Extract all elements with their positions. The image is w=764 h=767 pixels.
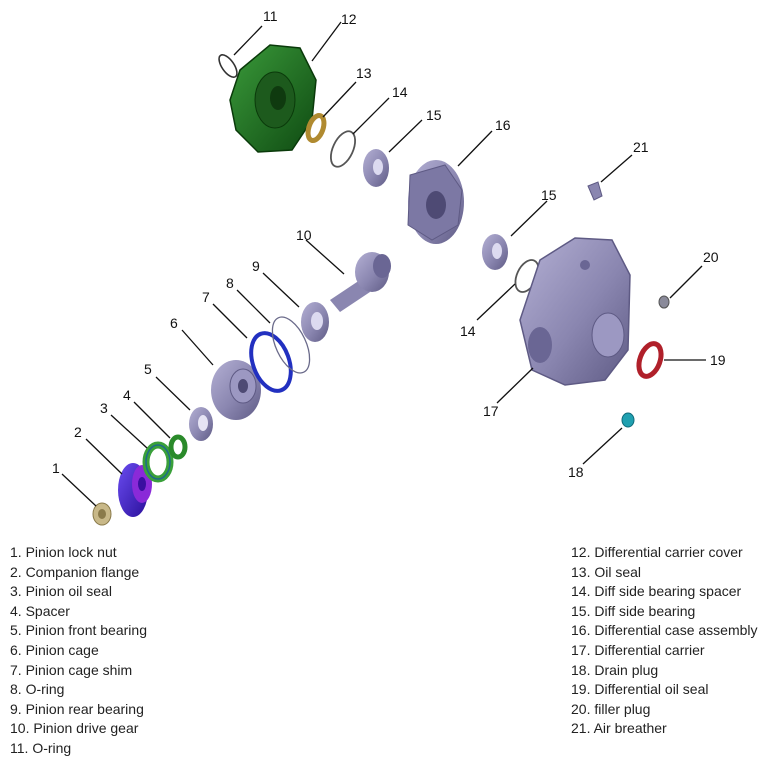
part-4-spacer	[168, 434, 188, 460]
callout-16: 16	[495, 117, 511, 133]
part-3-pinion-oil-seal	[142, 441, 174, 483]
legend-item: 20. filler plug	[571, 700, 651, 717]
part-8-o-ring	[271, 316, 311, 374]
legend-right: 12. Differential carrier cover 13. Oil s…	[571, 543, 758, 739]
legend-item: 17. Differential carrier	[571, 641, 705, 658]
exploded-parts-diagram: 1 2 3 4 5 6 7 8 9 10 11 12 13 14 14 15 1…	[52, 8, 726, 526]
callout-19: 19	[710, 352, 726, 368]
callout-3: 3	[100, 400, 108, 416]
part-16-differential-case-assembly	[407, 160, 464, 244]
callout-15-top: 15	[426, 107, 442, 123]
part-14-diff-side-bearing-spacer-top	[329, 130, 357, 168]
part-21-air-breather	[587, 181, 603, 201]
callout-15-lower: 15	[541, 187, 557, 203]
callout-14-lower: 14	[460, 323, 476, 339]
callout-12: 12	[341, 11, 357, 27]
leader-lines	[61, 21, 706, 507]
callout-13: 13	[356, 65, 372, 81]
part-12-differential-carrier-cover	[229, 44, 317, 153]
callout-11: 11	[263, 8, 278, 24]
legend-item: 13. Oil seal	[571, 563, 642, 580]
callout-9: 9	[252, 258, 260, 274]
part-11-o-ring	[218, 54, 238, 78]
legend-item: 1. Pinion lock nut	[10, 544, 117, 560]
callout-2: 2	[74, 424, 82, 440]
callout-21: 21	[633, 139, 649, 155]
part-18-drain-plug	[621, 412, 635, 428]
legend-item: 14. Diff side bearing spacer	[571, 583, 742, 600]
legend-item: 21. Air breather	[571, 720, 667, 737]
part-10-pinion-drive-gear	[330, 252, 391, 312]
part-9-pinion-rear-bearing	[301, 302, 329, 342]
part-15-diff-side-bearing-top	[363, 149, 389, 187]
callout-7: 7	[202, 289, 210, 305]
legend-item: 8. O-ring	[10, 681, 65, 698]
callout-17: 17	[483, 403, 499, 419]
callout-20: 20	[703, 249, 719, 265]
part-7-pinion-cage-shim	[249, 331, 293, 393]
legend-item: 15. Diff side bearing	[571, 602, 696, 619]
part-19-differential-oil-seal	[636, 341, 664, 379]
legend-item: 5. Pinion front bearing	[10, 622, 147, 639]
legend-item: 4. Spacer	[10, 602, 70, 619]
callout-numbers: 1 2 3 4 5 6 7 8 9 10 11 12 13 14 14 15 1…	[52, 8, 726, 480]
legend-item: 12. Differential carrier cover	[571, 544, 743, 560]
part-20-filler-plug	[658, 295, 670, 309]
callout-8: 8	[226, 275, 234, 291]
legend-item: 18. Drain plug	[571, 661, 659, 678]
callout-14-top: 14	[392, 84, 408, 100]
callout-4: 4	[123, 387, 131, 403]
part-6-pinion-cage	[211, 360, 261, 420]
part-5-pinion-front-bearing	[189, 407, 213, 441]
callout-10: 10	[296, 227, 312, 243]
callout-1: 1	[52, 460, 60, 476]
legend-item: 3. Pinion oil seal	[10, 583, 112, 600]
legend-item: 7. Pinion cage shim	[10, 661, 133, 678]
part-17-differential-carrier	[519, 237, 631, 386]
callout-18: 18	[568, 464, 584, 480]
callout-5: 5	[144, 361, 152, 377]
part-13-oil-seal	[305, 113, 327, 143]
legend-item: 10. Pinion drive gear	[10, 720, 139, 737]
legend-item: 6. Pinion cage	[10, 641, 99, 658]
part-1-pinion-lock-nut	[92, 502, 112, 526]
legend-item: 2. Companion flange	[10, 563, 140, 580]
legend-item: 11. O-ring	[10, 739, 72, 756]
legend-item: 16. Differential case assembly	[571, 622, 758, 639]
legend-left: 1. Pinion lock nut 2. Companion flange 3…	[10, 543, 147, 759]
legend-item: 19. Differential oil seal	[571, 681, 709, 698]
callout-6: 6	[170, 315, 178, 331]
legend-item: 9. Pinion rear bearing	[10, 700, 144, 717]
part-15-diff-side-bearing-lower	[482, 234, 508, 270]
